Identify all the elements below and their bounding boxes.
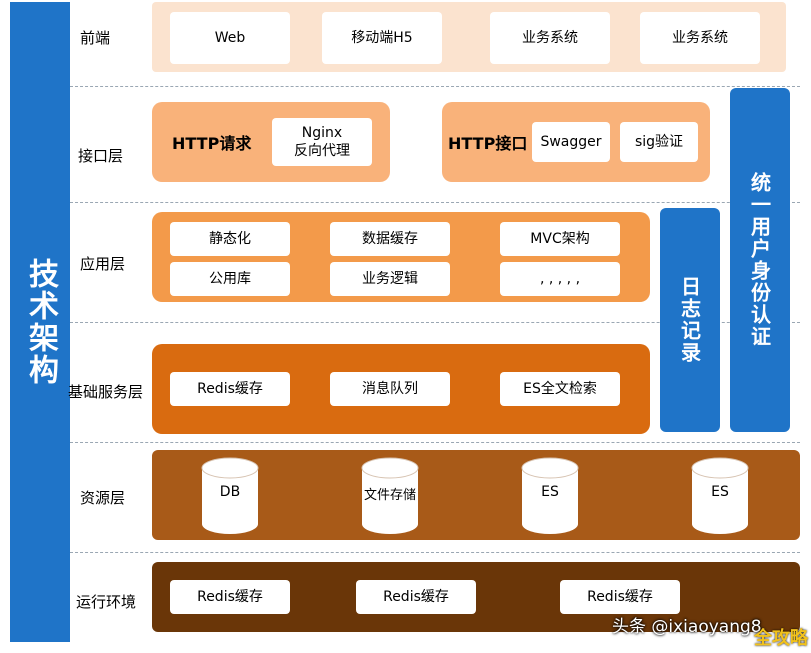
- architecture-title: 技术架构: [23, 258, 58, 386]
- application-item: 静态化: [170, 222, 290, 256]
- base-service-item: 消息队列: [330, 372, 450, 406]
- runtime-item: Redis缓存: [356, 580, 476, 614]
- architecture-title-bar: 技术架构: [10, 2, 70, 642]
- layer-separator: [70, 86, 800, 87]
- layer-label-application: 应用层: [80, 254, 126, 273]
- log-record-label: 日志记录: [677, 276, 702, 364]
- layer-label-runtime: 运行环境: [76, 592, 137, 611]
- cylinder-icon: [521, 457, 579, 534]
- application-item: 业务逻辑: [330, 262, 450, 296]
- file-storage-cylinder: 文件存储: [360, 456, 420, 536]
- database-cylinder: DB: [200, 456, 260, 536]
- runtime-item: Redis缓存: [170, 580, 290, 614]
- cylinder-label: ES: [711, 484, 729, 500]
- nginx-line2: 反向代理: [294, 143, 350, 159]
- layer-label-resource: 资源层: [80, 488, 126, 507]
- cylinder-label: DB: [219, 484, 241, 500]
- layer-separator: [70, 552, 800, 553]
- es-cylinder: ES: [690, 456, 750, 536]
- http-request-label: HTTP请求: [172, 134, 252, 153]
- layer-label-base-service: 基础服务层: [68, 382, 144, 401]
- frontend-item: 业务系统: [490, 12, 610, 64]
- watermark-badge: 全攻略: [754, 628, 808, 649]
- http-api-label: HTTP接口: [448, 134, 528, 153]
- application-item: 公用库: [170, 262, 290, 296]
- cylinder-icon: [691, 457, 749, 534]
- frontend-item: 移动端H5: [322, 12, 442, 64]
- cylinder-label: ES: [541, 484, 559, 500]
- watermark-text: 头条 @ixiaoyang8: [612, 617, 762, 637]
- nginx-line1: Nginx: [301, 124, 343, 141]
- log-record-bar: 日志记录: [660, 208, 720, 432]
- es-cylinder: ES: [520, 456, 580, 536]
- layer-separator: [70, 322, 800, 323]
- unified-auth-label: 统一用户身份认证: [747, 172, 772, 348]
- cylinder-icon: [201, 457, 259, 534]
- layer-label-interface: 接口层: [78, 146, 124, 165]
- layer-separator: [70, 202, 800, 203]
- cylinder-icon: [361, 457, 419, 534]
- frontend-item: Web: [170, 12, 290, 64]
- layer-label-frontend: 前端: [80, 28, 111, 47]
- sig-box: sig验证: [620, 122, 698, 162]
- unified-auth-bar: 统一用户身份认证: [730, 88, 790, 432]
- application-item: 数据缓存: [330, 222, 450, 256]
- nginx-box: Nginx 反向代理: [272, 118, 372, 166]
- frontend-item: 业务系统: [640, 12, 760, 64]
- runtime-item: Redis缓存: [560, 580, 680, 614]
- application-item: MVC架构: [500, 222, 620, 256]
- base-service-item: ES全文检索: [500, 372, 620, 406]
- cylinder-label: 文件存储: [363, 488, 416, 503]
- base-service-item: Redis缓存: [170, 372, 290, 406]
- swagger-box: Swagger: [532, 122, 610, 162]
- layer-separator: [70, 442, 800, 443]
- application-item: , , , , ,: [500, 262, 620, 296]
